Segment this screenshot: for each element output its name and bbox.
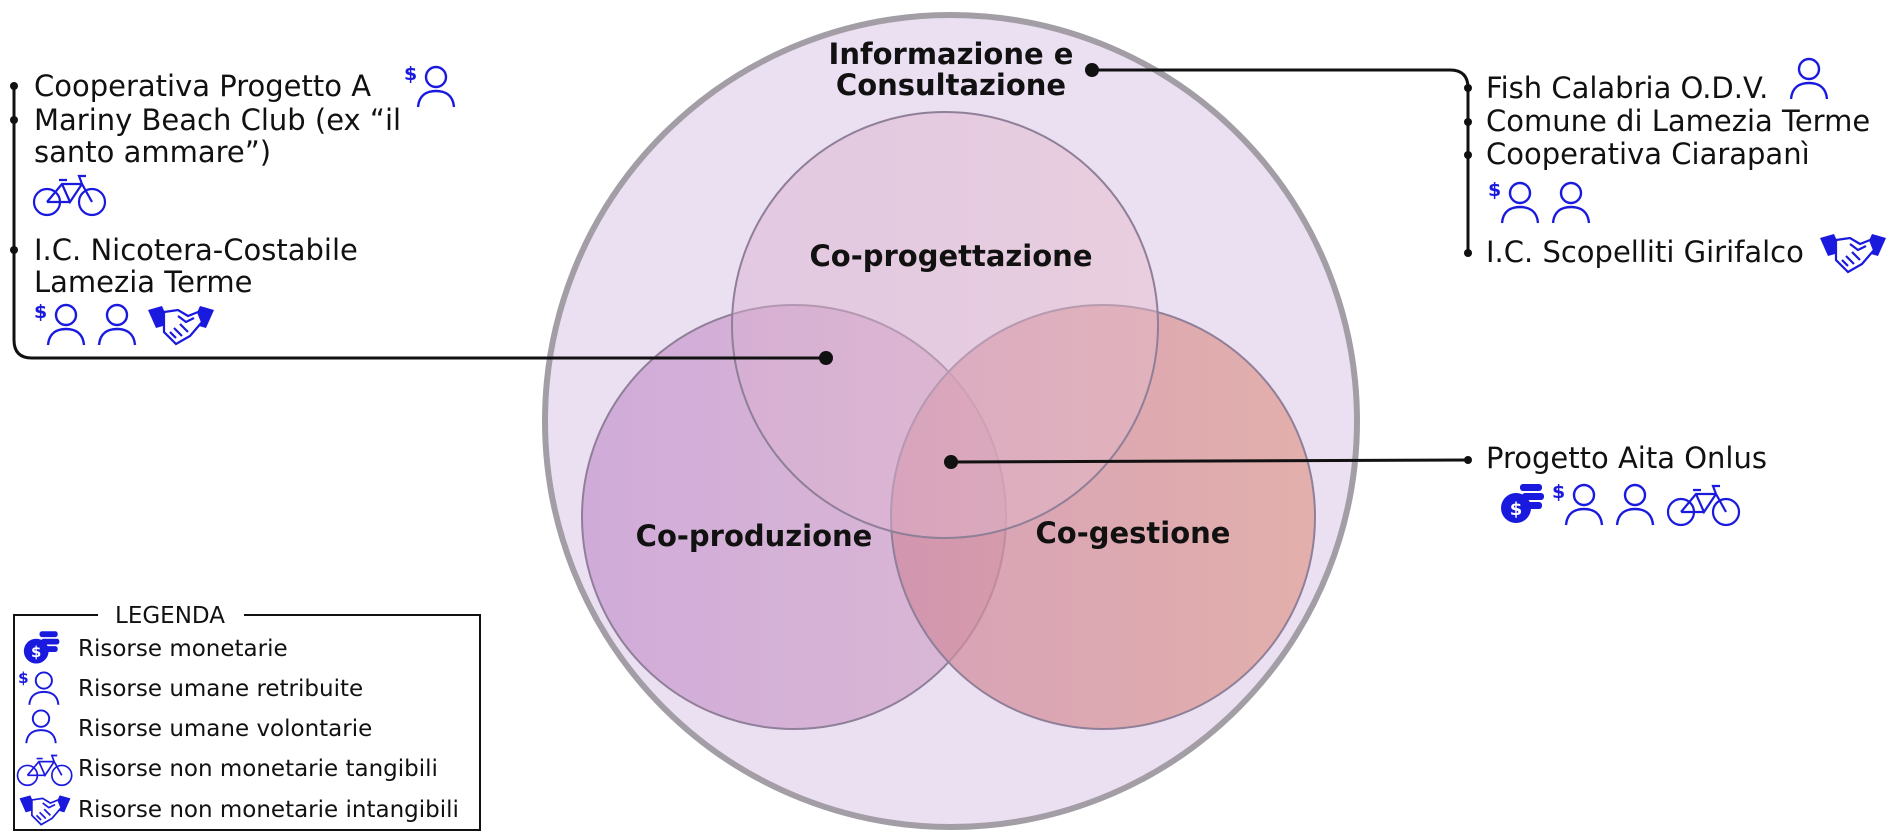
right-connector-dot (1085, 63, 1099, 77)
left-org-3-line1: I.C. Nicotera-Costabile (34, 233, 358, 267)
left-connector-dot (819, 351, 833, 365)
center-connector-dot (944, 455, 958, 469)
legend-item-3: Risorse umane volontarie (78, 716, 372, 742)
right-circle-label: Co-gestione (1036, 516, 1231, 550)
right-org-3: Cooperativa Ciarapanì (1486, 137, 1810, 171)
paid-person-icon (18, 668, 60, 706)
volunteer-person-icon (1615, 483, 1655, 526)
volunteer-person-icon (97, 303, 137, 346)
legend-item-1: Risorse monetarie (78, 636, 288, 662)
left-org-2-line2: santo ammare”) (34, 135, 271, 169)
left-bullet-3 (10, 246, 18, 254)
outer-circle-label-line2: Consultazione (836, 68, 1066, 102)
handshake-icon (146, 304, 216, 346)
left-org-1: Cooperativa Progetto A (34, 69, 371, 103)
legend-item-4: Risorse non monetarie tangibili (78, 756, 438, 782)
center-connector (950, 458, 1469, 464)
right-bullet-2 (1464, 118, 1472, 126)
legend-item-2: Risorse umane retribuite (78, 676, 363, 702)
paid-person-icon (404, 62, 456, 108)
left-org-3-line2: Lamezia Terme (34, 265, 252, 299)
paid-person-icon (1552, 480, 1604, 526)
handshake-icon (18, 794, 72, 826)
bicycle-icon (16, 754, 73, 787)
bicycle-icon (32, 174, 107, 217)
coins-icon (23, 631, 60, 664)
left-bullet-2 (10, 116, 18, 124)
handshake-icon (1818, 232, 1888, 274)
coins-icon (1501, 484, 1544, 523)
left-bullet-1 (10, 82, 18, 90)
left-circle-label: Co-produzione (636, 519, 873, 553)
top-circle (731, 111, 1159, 539)
right-org-4: I.C. Scopelliti Girifalco (1486, 235, 1804, 269)
bicycle-icon (1666, 484, 1741, 527)
legend-item-5: Risorse non monetarie intangibili (78, 797, 459, 823)
outer-circle-label-line1: Informazione e (829, 37, 1074, 71)
paid-person-icon (34, 300, 86, 346)
legend: LEGENDA Risorse monetarie Risorse umane … (13, 603, 481, 831)
paid-person-icon (1488, 178, 1540, 224)
left-connector (12, 86, 826, 360)
right-bullet-3 (1464, 151, 1472, 159)
center-org-1: Progetto Aita Onlus (1486, 441, 1767, 475)
right-org-2: Comune di Lamezia Terme (1486, 104, 1870, 138)
volunteer-person-icon (1789, 57, 1829, 100)
right-org-1: Fish Calabria O.D.V. (1486, 71, 1768, 105)
left-org-2-line1: Mariny Beach Club (ex “il (34, 103, 401, 137)
right-bullet-4 (1464, 249, 1472, 257)
legend-title: LEGENDA (115, 603, 225, 629)
volunteer-person-icon (25, 709, 57, 744)
center-bullet (1464, 456, 1472, 464)
top-circle-label: Co-progettazione (809, 239, 1092, 273)
volunteer-person-icon (1551, 181, 1591, 224)
right-bullet-1 (1464, 84, 1472, 92)
